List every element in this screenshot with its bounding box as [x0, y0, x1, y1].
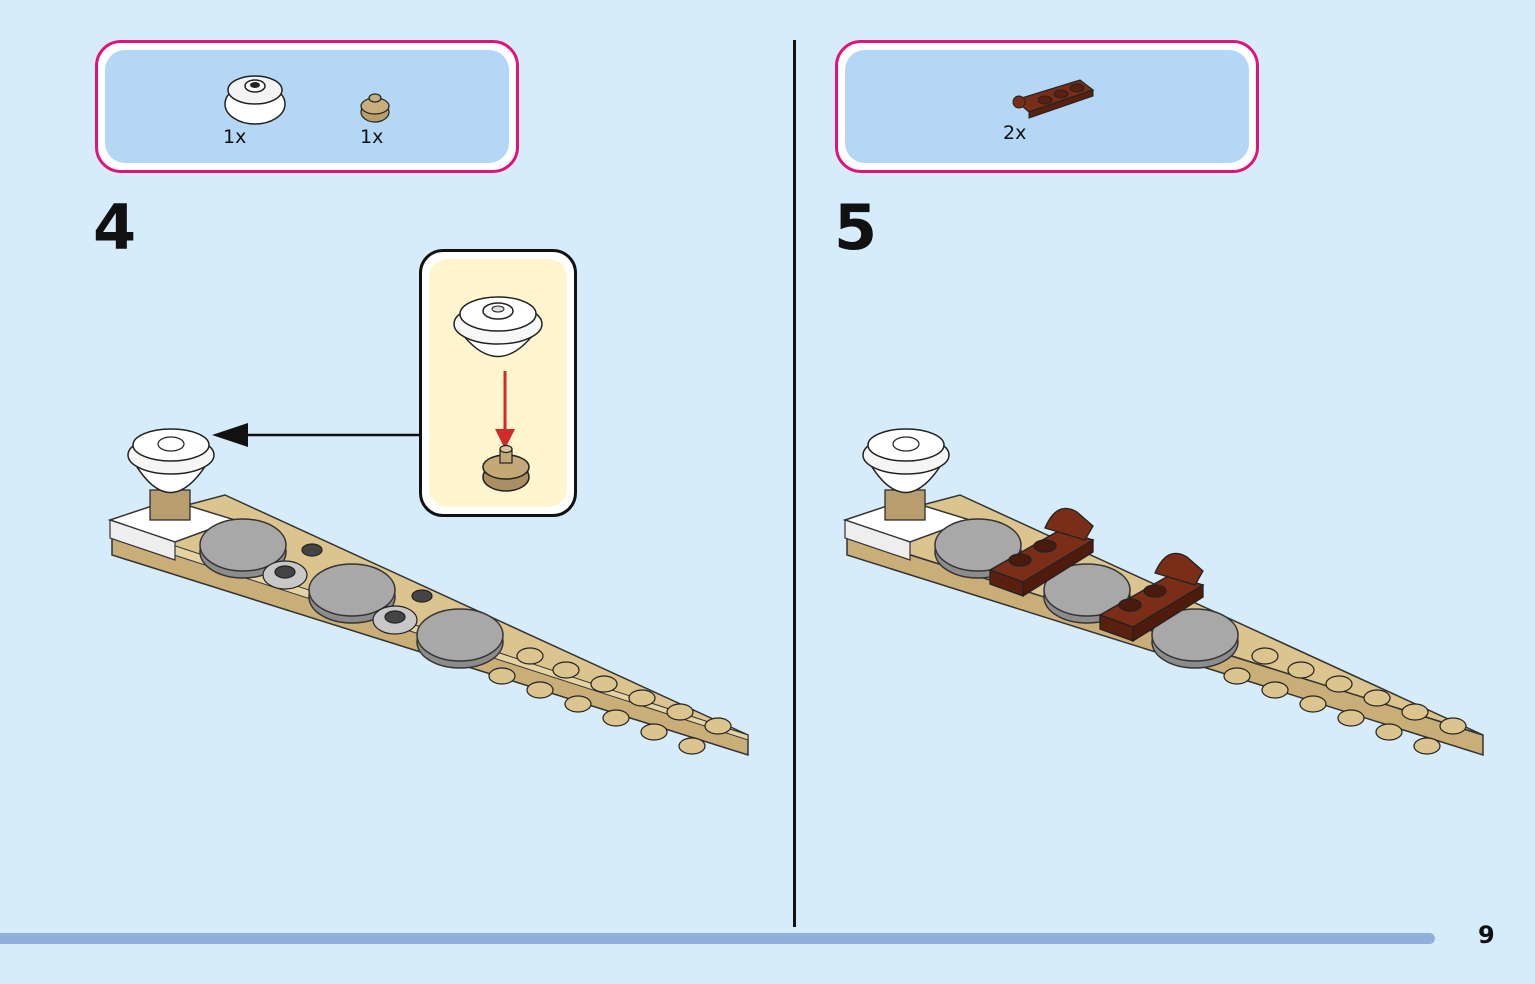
callout-tan-plate-icon [482, 444, 530, 492]
step5-model [842, 428, 1484, 757]
step4-number: 4 [93, 191, 137, 264]
arrow-left-icon [212, 423, 420, 447]
step4-part1-qty: 1x [223, 126, 247, 148]
callout-panel [429, 259, 567, 507]
step4-model [107, 428, 749, 757]
step-divider [793, 40, 796, 927]
step5-parts-list: 2x [835, 40, 1259, 173]
step5-part1-qty: 2x [1003, 122, 1027, 144]
step4-part2-qty: 1x [360, 126, 384, 148]
page-progress-bar [0, 933, 1435, 944]
callout-dome-icon [453, 296, 543, 358]
brown-clip-plate-part-icon [1012, 79, 1095, 119]
step4-subassembly-callout [419, 249, 577, 517]
step4-parts-list: 1x 1x [95, 40, 519, 173]
white-dome-part-icon [224, 75, 286, 125]
step4-parts-panel: 1x 1x [105, 50, 509, 163]
tan-round-plate-part-icon [360, 93, 390, 123]
step5-parts-panel: 2x [845, 50, 1249, 163]
arrow-down-icon [495, 371, 515, 449]
page-number: 9 [1478, 921, 1495, 949]
step5-number: 5 [834, 191, 878, 264]
